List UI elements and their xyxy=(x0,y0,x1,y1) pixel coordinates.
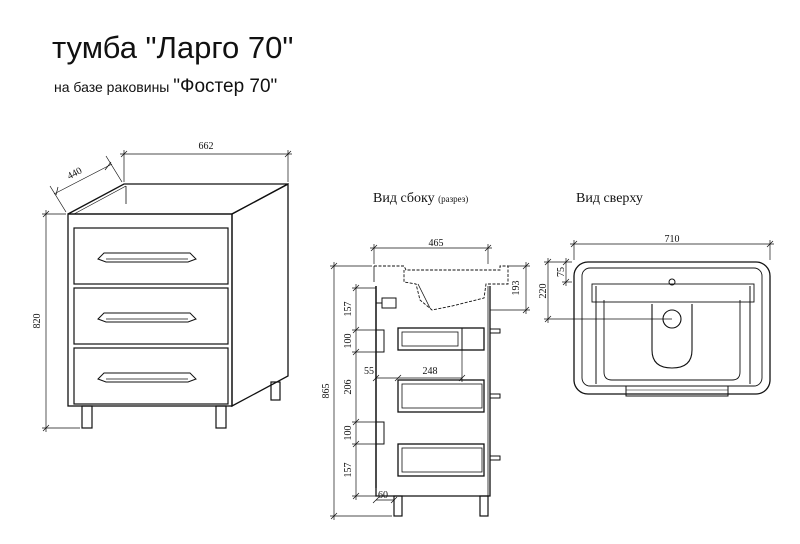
rail-2 xyxy=(375,421,385,445)
dimension-side-depth xyxy=(370,244,492,264)
dim-side-seg1: 157 xyxy=(343,302,354,317)
drawer-front-2 xyxy=(73,287,229,345)
top-view xyxy=(544,240,774,397)
rail-1 xyxy=(375,329,385,353)
basin-section-outline xyxy=(374,265,509,311)
dim-front-width: 662 xyxy=(199,141,214,152)
subtitle-prefix: на базе раковины xyxy=(54,79,174,95)
dim-front-height: 820 xyxy=(32,314,43,329)
front-isometric-view xyxy=(42,150,292,432)
dimension-vertical-chain xyxy=(352,284,376,500)
drawer-section-3-inner xyxy=(401,447,483,473)
side-view-title: Вид сбоку xyxy=(373,191,435,206)
drawer-section-1 xyxy=(397,327,485,351)
drawer-section-1-inner xyxy=(401,331,459,347)
bowl-drain-channel xyxy=(651,304,693,369)
drawer-section-3 xyxy=(397,443,485,477)
side-leg-front xyxy=(479,495,489,517)
side-handle-1 xyxy=(489,328,501,334)
dimension-top-width xyxy=(570,240,774,260)
dim-side-drawer: 248 xyxy=(423,366,438,377)
top-view-label: Вид сверху xyxy=(576,191,643,206)
dimension-top-depth xyxy=(544,258,672,323)
dimension-offset xyxy=(372,374,402,382)
side-handle-2 xyxy=(489,393,501,399)
cabinet-front-frame xyxy=(67,213,233,407)
dim-top-depth: 220 xyxy=(538,284,549,299)
dimension-height-front xyxy=(42,210,80,432)
dimension-depth-front xyxy=(49,155,123,213)
side-view-note: (разрез) xyxy=(438,194,469,204)
dim-top-width: 710 xyxy=(665,234,680,245)
drawer-fronts-top xyxy=(625,385,729,397)
dim-side-seg3: 206 xyxy=(343,380,354,395)
side-view-label: Вид сбоку (разрез) xyxy=(373,191,468,207)
drawer-front-1 xyxy=(73,227,229,285)
drawer-section-2 xyxy=(397,379,485,413)
drawer-handle-1 xyxy=(97,252,197,263)
dimension-drawer-depth xyxy=(398,350,466,382)
dim-side-overall: 865 xyxy=(321,384,332,399)
drawer-handle-2 xyxy=(97,312,197,323)
dim-side-leg: 60 xyxy=(378,490,388,501)
basin-drain-line xyxy=(417,283,431,309)
dimension-overall-height xyxy=(330,262,392,520)
dimension-top-inner xyxy=(562,258,572,286)
drawer-front-3 xyxy=(73,347,229,405)
bowl-outline xyxy=(603,300,741,381)
side-leg-back xyxy=(393,495,403,517)
cabinet-top-surface xyxy=(67,183,289,215)
cabinet-side-body xyxy=(375,286,491,497)
dim-side-offset: 55 xyxy=(364,366,374,377)
dim-side-seg4: 100 xyxy=(343,426,354,441)
basin-outer-outline xyxy=(573,261,771,395)
page-title: тумба "Ларго 70" xyxy=(52,30,294,65)
dim-side-seg2: 100 xyxy=(343,334,354,349)
tap-hole xyxy=(668,278,676,286)
cabinet-top-inner-edge xyxy=(73,185,127,215)
siphon-symbol xyxy=(381,297,397,309)
page-subtitle: на базе раковины "Фостер 70" xyxy=(54,76,277,98)
cabinet-side-panel xyxy=(231,182,289,408)
cabinet-top-strip xyxy=(591,283,755,303)
dim-side-basin: 193 xyxy=(511,281,522,296)
dim-top-inner: 75 xyxy=(556,267,567,277)
dimension-leg xyxy=(372,496,398,504)
side-section-view xyxy=(330,244,530,520)
dim-side-depth: 465 xyxy=(429,238,444,249)
drawer-handle-3 xyxy=(97,372,197,383)
front-left-leg xyxy=(81,405,93,429)
dimension-width-front xyxy=(120,150,292,182)
front-right-leg xyxy=(215,405,227,429)
side-handle-3 xyxy=(489,455,501,461)
dimension-basin-height xyxy=(490,262,530,314)
dim-side-seg5: 157 xyxy=(343,463,354,478)
subtitle-basin-name: "Фостер 70" xyxy=(173,76,278,97)
back-right-leg xyxy=(270,381,281,401)
drawer-section-2-inner xyxy=(401,383,483,409)
